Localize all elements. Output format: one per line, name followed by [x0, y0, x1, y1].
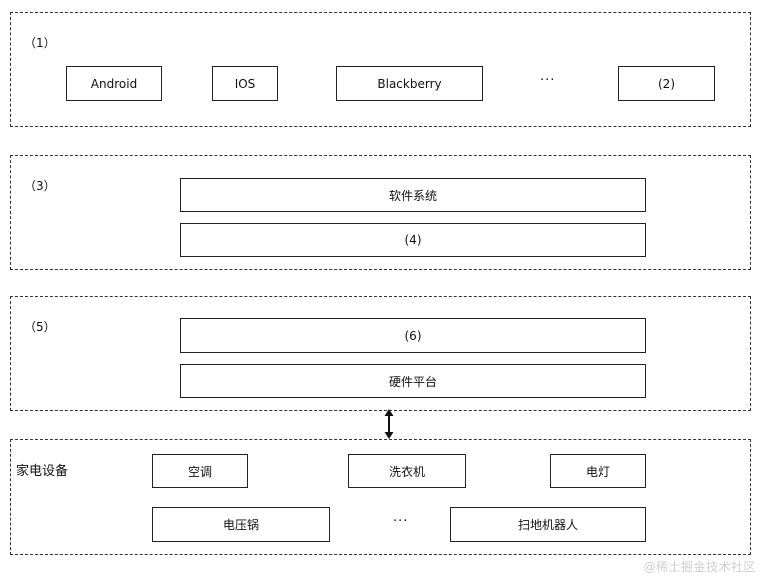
air-conditioner-box: 空调: [152, 454, 248, 488]
hardware-platform-box: 硬件平台: [180, 364, 646, 398]
software-group: [10, 155, 751, 270]
placeholder-4-box: (4): [180, 223, 646, 257]
pressure-cooker-box: 电压锅: [152, 507, 330, 542]
watermark: @稀土掘金技术社区: [643, 560, 756, 574]
appliance-group: [10, 439, 751, 555]
software-system-box: 软件系统: [180, 178, 646, 212]
bidirectional-arrow: [384, 409, 394, 439]
os-group-label: （1）: [24, 36, 56, 50]
software-group-label: （3）: [24, 179, 56, 193]
light-box: 电灯: [550, 454, 646, 488]
washing-machine-box: 洗衣机: [348, 454, 466, 488]
os-ellipsis: ···: [540, 73, 556, 88]
placeholder-2-box: (2): [618, 66, 715, 101]
hardware-group: [10, 296, 751, 411]
appliance-ellipsis: ···: [393, 514, 409, 529]
appliance-group-label: 家电设备: [16, 464, 69, 479]
ios-box: IOS: [212, 66, 278, 101]
placeholder-6-box: (6): [180, 318, 646, 353]
robot-vacuum-box: 扫地机器人: [450, 507, 646, 542]
blackberry-box: Blackberry: [336, 66, 483, 101]
hardware-group-label: （5）: [24, 320, 56, 334]
os-group: [10, 12, 751, 127]
android-box: Android: [66, 66, 162, 101]
